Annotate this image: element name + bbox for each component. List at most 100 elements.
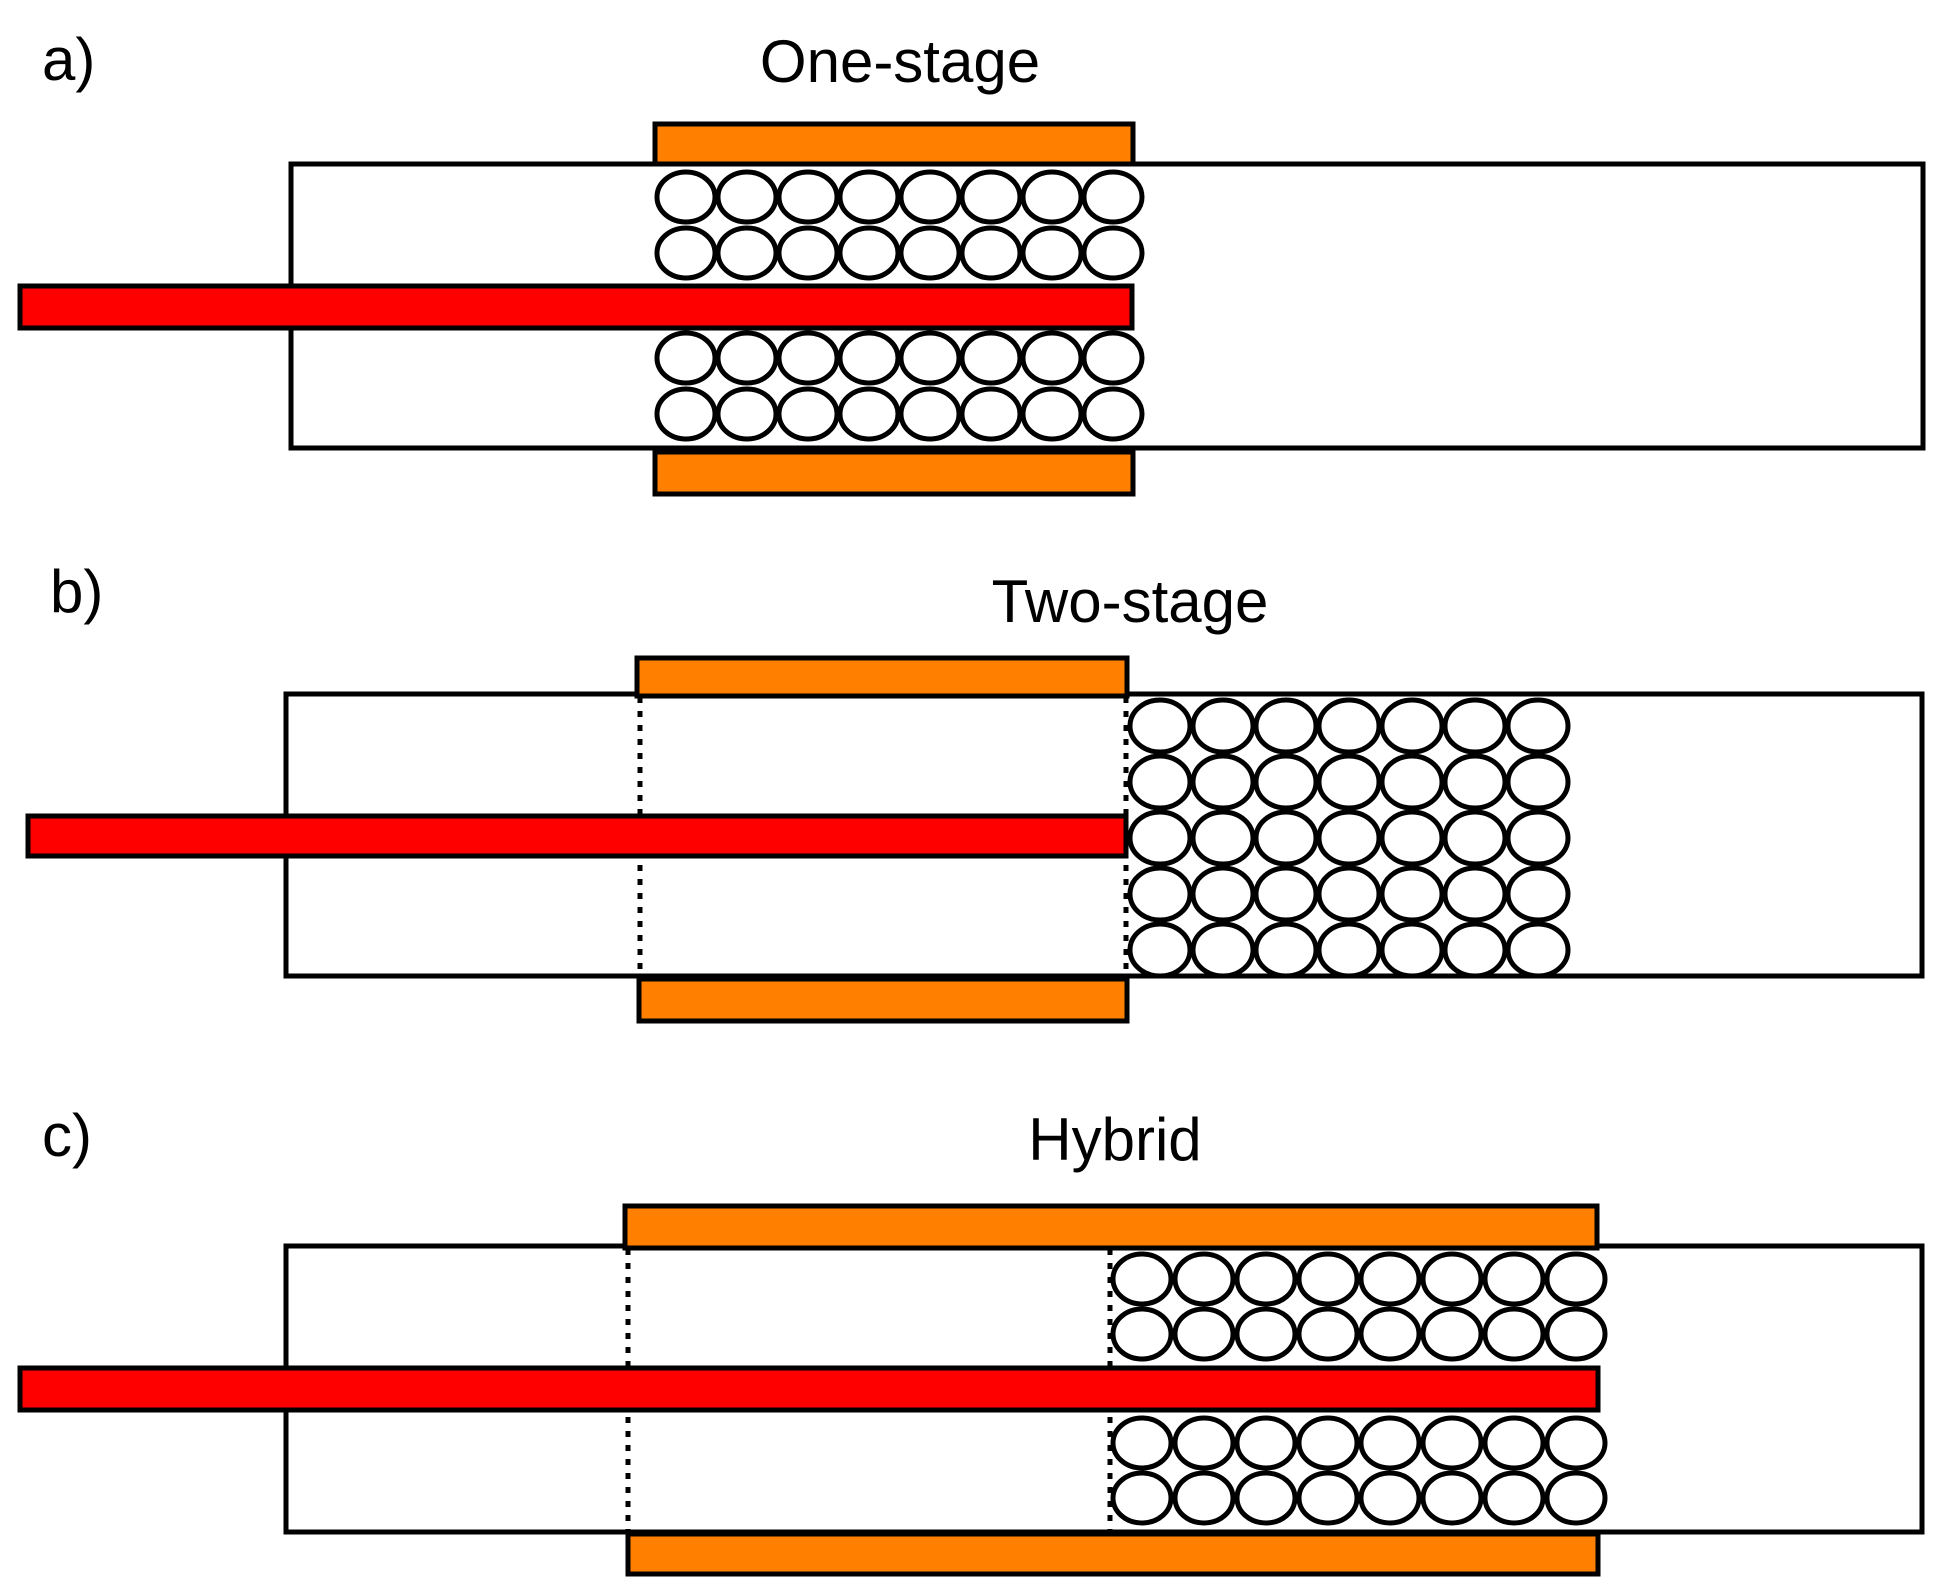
packing-bead — [1316, 697, 1382, 755]
packing-bead — [1172, 1251, 1236, 1307]
packing-bead — [1505, 697, 1571, 755]
packing-bead — [1190, 753, 1256, 811]
rod-b — [25, 813, 1129, 859]
packing-bead — [1544, 1470, 1608, 1526]
packing-bead — [1442, 865, 1508, 923]
packing-bead — [715, 386, 779, 442]
packing-bead — [1296, 1470, 1360, 1526]
heater-bottom-a — [652, 449, 1136, 497]
packing-bead — [1127, 753, 1193, 811]
heater-bottom-c — [625, 1531, 1601, 1577]
heater-top-b — [634, 655, 1130, 699]
packing-bead — [1316, 865, 1382, 923]
packing-bead — [1190, 921, 1256, 979]
packing-bead — [1358, 1415, 1422, 1471]
packing-bead — [1127, 697, 1193, 755]
packing-beads-upper-c — [1110, 1251, 1608, 1362]
packing-bead — [654, 169, 718, 225]
packing-bead — [1253, 865, 1319, 923]
packing-bead — [1482, 1306, 1546, 1362]
packing-bead — [1544, 1306, 1608, 1362]
packing-bead — [1172, 1415, 1236, 1471]
packing-bead — [1482, 1470, 1546, 1526]
packing-bead — [1020, 330, 1084, 386]
packing-bead — [1081, 225, 1145, 281]
packing-bead — [1379, 921, 1445, 979]
packing-bead — [1234, 1306, 1298, 1362]
packing-beads-upper-a — [654, 169, 1145, 281]
packing-beads-lower-c — [1110, 1415, 1608, 1526]
packing-bead — [1190, 809, 1256, 867]
packing-bead — [715, 169, 779, 225]
packing-bead — [654, 225, 718, 281]
packing-bead — [1020, 169, 1084, 225]
packing-bead — [1505, 865, 1571, 923]
panel-c-title: Hybrid — [1028, 1106, 1201, 1173]
packing-bead — [1172, 1470, 1236, 1526]
packing-bead — [1482, 1251, 1546, 1307]
packing-bead — [1316, 809, 1382, 867]
packing-bead — [1127, 809, 1193, 867]
packing-bead — [1379, 809, 1445, 867]
panel-two-stage: b) Two-stage — [25, 558, 1925, 1024]
packing-bead — [1234, 1251, 1298, 1307]
heater-top-a — [652, 121, 1136, 167]
packing-bead — [776, 330, 840, 386]
packing-beads-lower-a — [654, 330, 1145, 442]
packing-bead — [1127, 921, 1193, 979]
panel-b-title: Two-stage — [992, 568, 1269, 635]
packing-bead — [715, 225, 779, 281]
packing-bead — [1081, 169, 1145, 225]
packing-bead — [1442, 809, 1508, 867]
packing-bead — [1316, 921, 1382, 979]
packing-bead — [1020, 225, 1084, 281]
heater-top-c — [622, 1203, 1600, 1251]
packing-bead — [1190, 865, 1256, 923]
packing-bead — [1190, 697, 1256, 755]
heater-bottom-b — [636, 976, 1130, 1024]
packing-bead — [1110, 1470, 1174, 1526]
packing-bead — [1296, 1251, 1360, 1307]
packing-beads-b — [1127, 697, 1571, 979]
packing-bead — [1442, 921, 1508, 979]
packing-bead — [1505, 809, 1571, 867]
packing-bead — [1296, 1415, 1360, 1471]
packing-bead — [959, 386, 1023, 442]
packing-bead — [1110, 1306, 1174, 1362]
packing-bead — [1420, 1415, 1484, 1471]
panel-c-letter: c) — [42, 1102, 92, 1169]
packing-bead — [898, 169, 962, 225]
packing-bead — [1253, 697, 1319, 755]
packing-bead — [959, 169, 1023, 225]
packing-bead — [898, 225, 962, 281]
packing-bead — [959, 330, 1023, 386]
packing-bead — [898, 330, 962, 386]
packing-bead — [654, 386, 718, 442]
panel-a-letter: a) — [42, 26, 95, 93]
packing-bead — [715, 330, 779, 386]
packing-bead — [1358, 1306, 1422, 1362]
packing-bead — [1253, 809, 1319, 867]
packing-bead — [1420, 1470, 1484, 1526]
panel-hybrid: c) Hybrid — [17, 1102, 1925, 1577]
packing-bead — [1442, 697, 1508, 755]
packing-bead — [837, 330, 901, 386]
rod-c — [17, 1365, 1601, 1413]
rod-a — [17, 283, 1135, 331]
packing-bead — [1379, 753, 1445, 811]
packing-bead — [1081, 330, 1145, 386]
packing-bead — [1358, 1251, 1422, 1307]
panel-one-stage: a) One-stage — [17, 26, 1926, 497]
packing-bead — [1358, 1470, 1422, 1526]
packing-bead — [1544, 1415, 1608, 1471]
packing-bead — [776, 386, 840, 442]
packing-bead — [1172, 1306, 1236, 1362]
packing-bead — [776, 169, 840, 225]
packing-bead — [1234, 1415, 1298, 1471]
packing-bead — [1296, 1306, 1360, 1362]
packing-bead — [1081, 386, 1145, 442]
packing-bead — [1253, 921, 1319, 979]
packing-bead — [837, 225, 901, 281]
packing-bead — [1505, 921, 1571, 979]
packing-bead — [1127, 865, 1193, 923]
